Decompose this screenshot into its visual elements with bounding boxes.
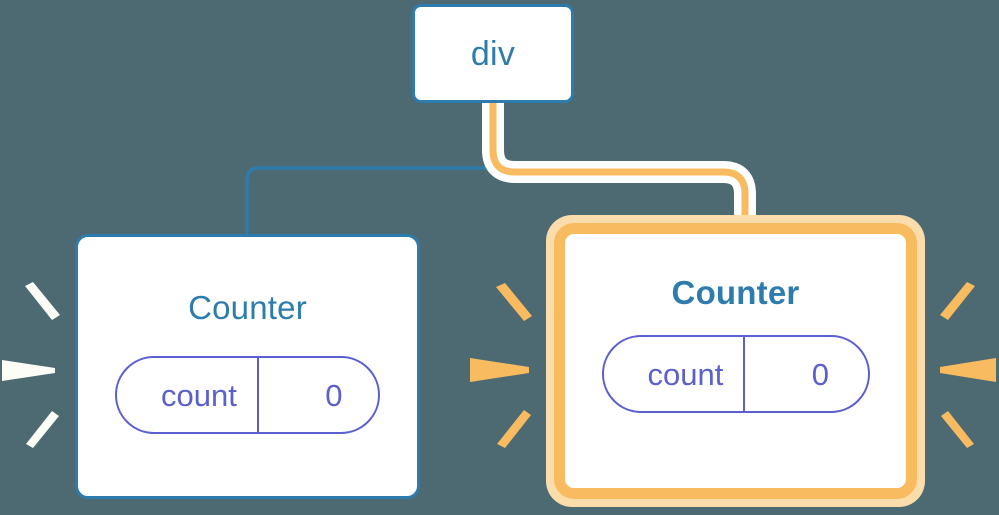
edge-root-to-counter-right-halo: [482, 103, 756, 228]
node-div[interactable]: div: [412, 4, 574, 103]
ray-orange-right-lower: [941, 411, 974, 448]
rays-middle-group: [470, 283, 532, 448]
ray-orange-mid-upper: [496, 283, 532, 321]
ray-orange-right-upper: [940, 282, 975, 320]
node-counter-right-label: Counter: [671, 274, 800, 311]
edge-root-to-counter-right: [489, 103, 749, 228]
ray-orange-mid-lower: [497, 410, 531, 448]
ray-orange-mid-middle: [470, 358, 529, 382]
node-div-label: div: [470, 34, 516, 73]
rays-left-group: [2, 282, 60, 448]
ray-white-lower: [26, 411, 59, 448]
node-counter-right-wrapper[interactable]: Counter count 0: [546, 215, 925, 507]
ray-white-upper: [25, 282, 60, 320]
state-value-count: 0: [256, 358, 378, 432]
ray-orange-right-middle: [940, 358, 996, 382]
node-counter-right[interactable]: Counter count 0: [554, 223, 917, 499]
node-counter-left[interactable]: Counter count 0: [75, 234, 420, 499]
node-counter-left-label: Counter: [188, 289, 307, 326]
state-pill-counter-right[interactable]: count 0: [601, 335, 870, 413]
ray-white-middle: [2, 360, 55, 381]
state-key-count: count: [647, 356, 724, 392]
edge-root-to-counter-left: [245, 101, 495, 236]
state-key-count: count: [161, 377, 237, 413]
state-pill-counter-left[interactable]: count 0: [115, 356, 380, 434]
rays-right-group: [940, 282, 996, 448]
state-value-count: 0: [743, 337, 867, 411]
